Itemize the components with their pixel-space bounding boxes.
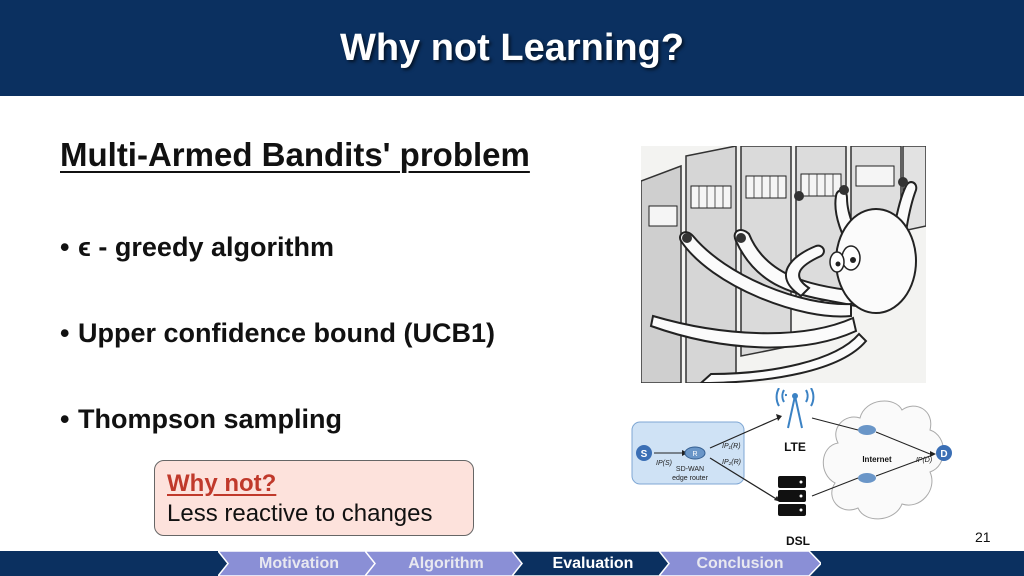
nav-tab-label: Motivation [259, 555, 339, 572]
internet-router-icon [858, 473, 876, 483]
nav-chevron-shape [365, 551, 527, 576]
router-caption-1: SD-WAN [676, 466, 704, 473]
page-number: 21 [975, 529, 991, 545]
router-label: R [692, 451, 697, 458]
internet-cloud-icon [822, 400, 944, 520]
bullet-thompson: • Thompson sampling [60, 404, 342, 435]
destination-node-label: D [940, 449, 947, 460]
bullet-marker: • [60, 404, 70, 434]
title-bar [0, 0, 1024, 96]
nav-chevron-shape [659, 551, 821, 576]
callout-title: Why not? [167, 470, 277, 497]
lte-tower-icon [775, 388, 815, 429]
bullet-marker: • [60, 232, 70, 262]
internet-router-icon [858, 425, 876, 435]
ip-dest-label: IP(D) [916, 457, 932, 464]
nav-tab-motivation[interactable]: Motivation [218, 551, 380, 576]
why-not-callout: Why not? Less reactive to changes [154, 460, 474, 536]
nav-chevron-shape [512, 551, 674, 576]
ip1-label: IP₁(R) [722, 443, 741, 450]
source-node-icon [636, 445, 652, 461]
bullet-text: - greedy algorithm [90, 232, 334, 262]
destination-node-icon [936, 445, 952, 461]
bullet-text: Upper confidence bound (UCB1) [78, 318, 495, 348]
octopus-slot-machines-illustration [641, 146, 926, 383]
ip2-label: IP₂(R) [722, 459, 741, 466]
dsl-label: DSL [786, 534, 810, 548]
slide-subtitle: Multi-Armed Bandits' problem [60, 136, 530, 173]
nav-tab-label: Evaluation [552, 555, 634, 572]
internet-label: Internet [862, 455, 892, 464]
nav-tab-label: Conclusion [696, 555, 784, 572]
nav-tab-conclusion[interactable]: Conclusion [659, 551, 821, 576]
source-node-label: S [641, 449, 648, 460]
dsl-server-icon [778, 476, 806, 516]
bullet-marker: • [60, 318, 70, 348]
callout-text: Less reactive to changes [167, 500, 433, 527]
bullet-text: Thompson sampling [78, 404, 343, 434]
bullet-ucb1: • Upper confidence bound (UCB1) [60, 318, 495, 349]
nav-tab-evaluation[interactable]: Evaluation [512, 551, 674, 576]
nav-tab-algorithm[interactable]: Algorithm [365, 551, 527, 576]
epsilon-symbol: ϵ [78, 232, 91, 262]
ip-source-label: IP(S) [656, 460, 672, 467]
nav-tab-label: Algorithm [408, 555, 484, 572]
slide-title: Why not Learning? [339, 27, 685, 69]
nav-chevron-shape [218, 551, 380, 576]
sdwan-network-diagram: S IP(S) R SD-WAN edge router IP₁(R) IP₂(… [631, 388, 952, 548]
lte-label: LTE [784, 440, 806, 454]
bullet-epsilon-greedy: • ϵ - greedy algorithm [60, 232, 334, 263]
router-caption-2: edge router [672, 475, 708, 482]
router-icon [684, 446, 706, 460]
